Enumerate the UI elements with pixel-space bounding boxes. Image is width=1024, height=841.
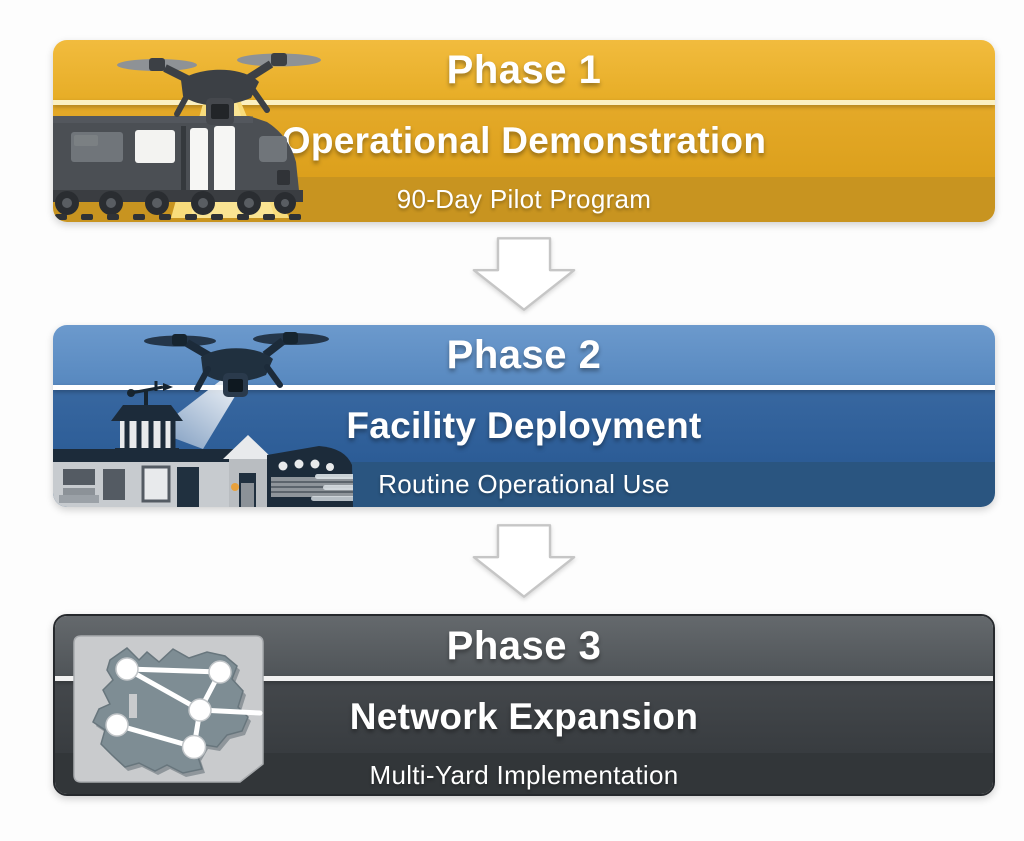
phase-2-title: Facility Deployment bbox=[346, 405, 702, 446]
phase-2-label: Phase 2 bbox=[446, 332, 602, 377]
phase-1-header-strip: Phase 1 bbox=[53, 40, 995, 100]
phase-1-title-strip: Operational Demonstration bbox=[53, 105, 995, 177]
phase-3-subtitle: Multi-Yard Implementation bbox=[369, 760, 679, 790]
phase-2-band: Phase 2 Facility Deployment Routine Oper… bbox=[53, 325, 995, 507]
phase-1-subtitle: 90-Day Pilot Program bbox=[396, 184, 652, 214]
phase-2-title-strip: Facility Deployment bbox=[53, 390, 995, 462]
phase-3-header-strip: Phase 3 bbox=[55, 616, 993, 676]
arrow-row-1 bbox=[53, 222, 995, 325]
down-arrow-icon bbox=[472, 236, 576, 311]
phase-3-subtitle-strip: Multi-Yard Implementation bbox=[55, 753, 993, 794]
phase-2-subtitle: Routine Operational Use bbox=[378, 469, 670, 499]
phase-3-title-strip: Network Expansion bbox=[55, 681, 993, 753]
phase-3-title: Network Expansion bbox=[349, 696, 699, 737]
phase-roadmap-diagram: Phase 1 Operational Demonstration 90-Day… bbox=[53, 40, 995, 796]
phase-3-label: Phase 3 bbox=[446, 623, 602, 668]
phase-1-subtitle-strip: 90-Day Pilot Program bbox=[53, 177, 995, 222]
arrow-row-2 bbox=[53, 507, 995, 614]
phase-3-band: Phase 3 Network Expansion Multi-Yard Imp… bbox=[53, 614, 995, 796]
phase-2-header-strip: Phase 2 bbox=[53, 325, 995, 385]
down-arrow-icon bbox=[472, 523, 576, 598]
phase-1-divider-line bbox=[53, 100, 995, 105]
phase-3-divider-line bbox=[55, 676, 993, 681]
phase-1-title: Operational Demonstration bbox=[281, 120, 767, 161]
phase-1-band: Phase 1 Operational Demonstration 90-Day… bbox=[53, 40, 995, 222]
phase-2-subtitle-strip: Routine Operational Use bbox=[53, 462, 995, 507]
phase-1-label: Phase 1 bbox=[446, 47, 602, 92]
phase-2-divider-line bbox=[53, 385, 995, 390]
